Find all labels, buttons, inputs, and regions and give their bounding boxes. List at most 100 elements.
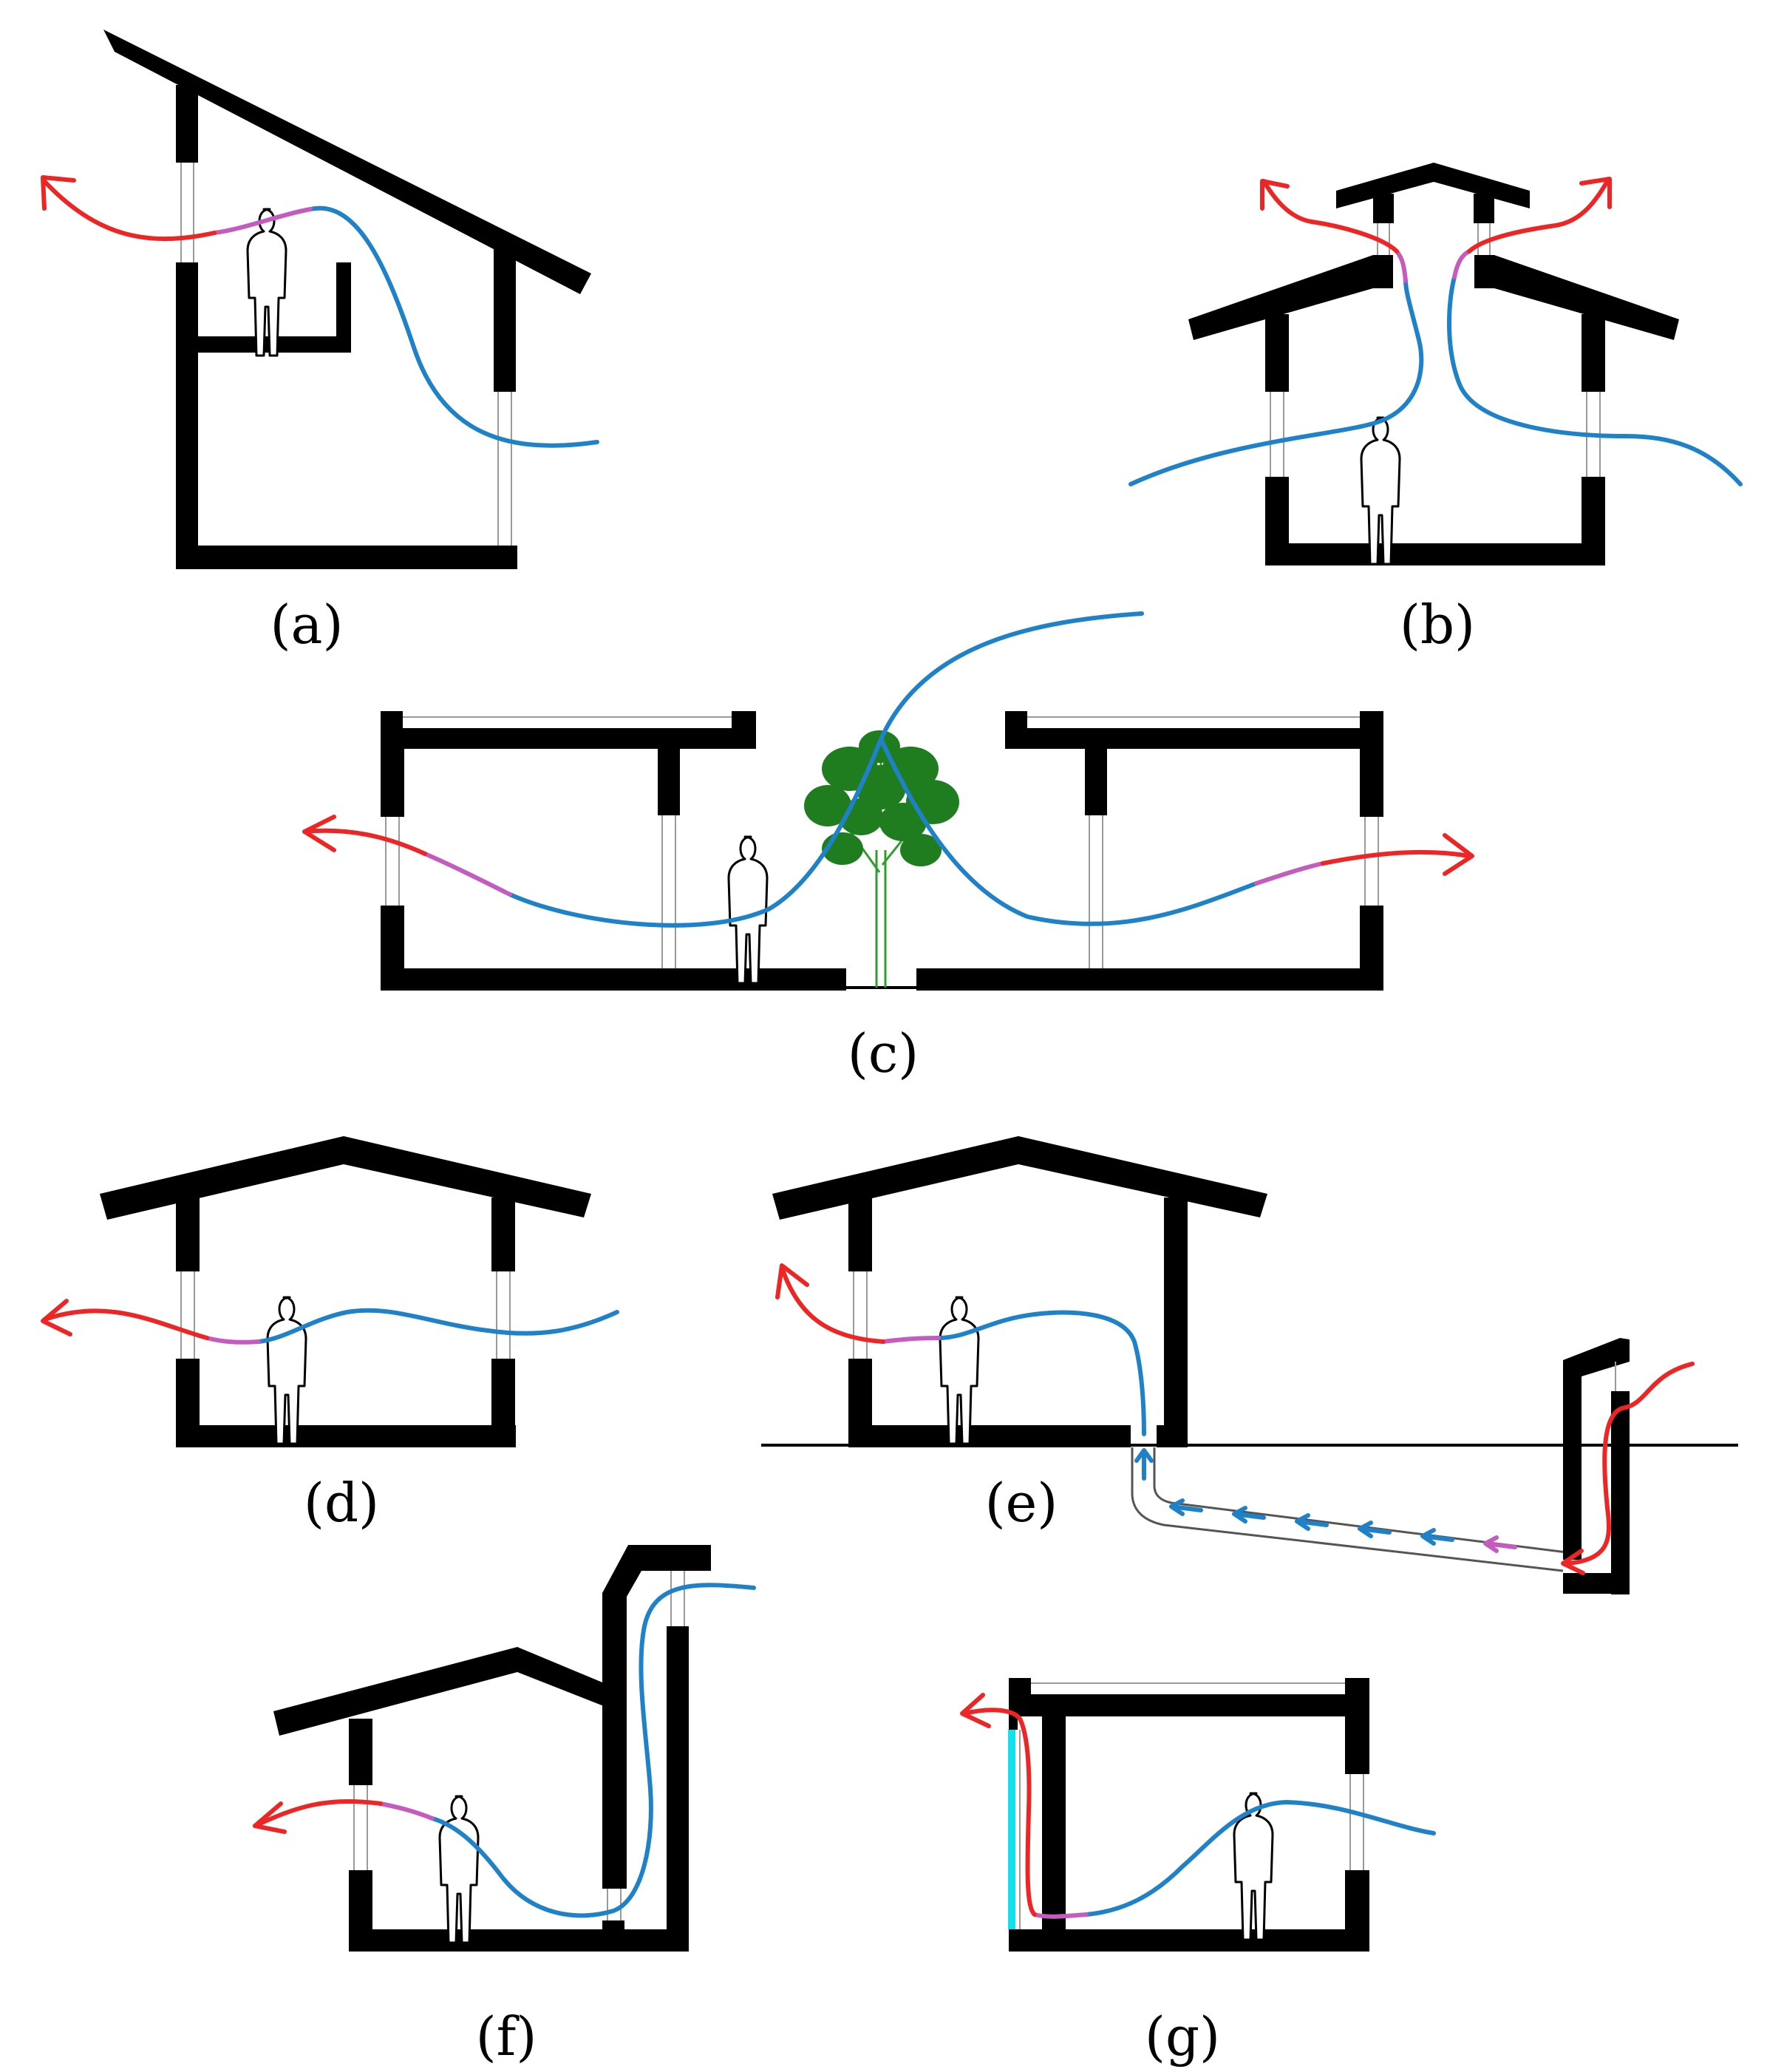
panel-c-right-roof [1005,728,1383,749]
panel-b-left-arrowhead [1260,179,1290,211]
panel-b-left-wall-upper [1265,314,1289,392]
caption-c: (c) [848,1022,919,1084]
panel-b-lantern-right-post [1474,194,1494,223]
panel-e-intake-arrowhead [1561,1549,1585,1575]
caption-b: (b) [1400,594,1475,656]
panel-e-intake-tower-cap [1563,1338,1630,1376]
panel-d-fresh-air-path [256,1308,619,1344]
caption-e: (e) [985,1472,1058,1534]
panel-a-transition-air-path [212,207,313,235]
panel-a-floor [176,546,517,569]
panel-c-right-roof-end-left [1005,711,1027,733]
panel-e-gable-roof [772,1136,1267,1220]
panel-g-chimney-sill [1042,1920,1066,1931]
panel-d-left-wall-upper [176,1198,200,1271]
panel-b-right-transition-path [1452,249,1471,279]
panel-g-chimney-inner-wall [1042,1716,1066,1923]
panel-a-mezzanine-rail [336,262,351,353]
panel-a-exhaust-arrowhead [41,175,76,211]
panel-f-roof [273,1647,607,1736]
panel-a-left-wall-upper [176,85,198,163]
panel-f-wind-catcher: (f) [253,1545,756,2068]
panel-b-lantern-left-post [1373,194,1394,223]
panel-b-right-fresh-air-path [1447,275,1743,486]
panel-g-solar-chimney: (g) [960,1678,1436,2068]
person-icon [266,1296,307,1445]
panel-e-earth-tube-upper [1131,1447,1564,1572]
panel-c-right-exhaust-path [1321,849,1471,866]
panel-a-fresh-air-path [308,205,599,448]
panel-a-exhaust-air-path [42,179,217,241]
panel-c-left-transition-path [423,852,512,897]
panel-c-right-transition-path [1254,861,1325,886]
panel-e-left-wall-upper [848,1198,872,1271]
panel-a-sloped-roof [103,30,591,294]
panel-f-transition-path [378,1801,435,1821]
panel-d-right-wall-upper [491,1198,515,1271]
panel-d-exhaust-path [42,1308,209,1340]
caption-f: (f) [476,2005,537,2068]
panel-a-single-sided-stack: (a) [41,30,599,656]
panel-e-earth-tube-lower [1153,1447,1567,1554]
panel-b-right-exhaust-path [1467,179,1610,254]
panel-e-intake-tower-left [1563,1360,1582,1560]
panel-f-tower-left-wall [602,1593,627,1889]
panel-e-exhaust-arrowhead [775,1263,809,1300]
panel-e-intake-air-path [1565,1362,1695,1566]
panel-d-gable-roof [100,1136,591,1220]
panel-b-left-transition-path [1395,249,1408,283]
panel-g-solar-glazing [1008,1730,1015,1929]
panel-f-exhaust-path [253,1798,383,1828]
panel-e-fresh-air-path [936,1310,1146,1436]
person-icon [438,1795,480,1944]
panel-c-left-wall-upper [381,728,404,817]
panel-b-left-roof [1188,255,1393,340]
panel-e-transition-path [881,1336,941,1344]
panel-c-left-roof-end-right [732,711,756,733]
panel-c-right-wall-upper [1360,728,1383,817]
panel-e-right-wall [1164,1198,1188,1447]
panel-b-right-roof [1474,255,1679,340]
panel-c-right-fresh-air-path [879,737,1259,926]
panel-a-left-wall-lower [176,262,198,569]
panel-f-scoop-cap [602,1545,711,1597]
panel-c-left-floor [381,968,846,991]
panel-c-left-partition [658,749,680,815]
panel-e-intake-tower-base [1563,1573,1630,1594]
panel-g-transition-path [1032,1912,1089,1919]
panel-c-left-roof [381,728,756,749]
panel-g-roof [1009,1694,1356,1716]
caption-d: (d) [304,1472,379,1534]
tree-icon [804,730,959,988]
panel-d-transition-path [205,1336,261,1345]
panel-d-floor [176,1425,516,1447]
panel-g-fresh-air-path [1084,1800,1436,1917]
caption-a: (a) [270,594,343,656]
panel-c-left-fresh-air-path [508,737,883,928]
panel-e-intake-tower-right [1611,1391,1630,1594]
panel-f-arrowhead [253,1801,287,1834]
panel-g-floor [1009,1929,1369,1952]
panel-c-left-arrowhead [302,815,336,852]
panel-g-arrowhead [960,1693,991,1728]
panel-f-tower-sill [602,1920,624,1931]
panel-b-left-fresh-air-path [1128,279,1424,486]
panel-b-right-wall-upper [1582,314,1605,392]
panel-g-chimney-outer-cap [1009,1716,1018,1730]
panel-e-earth-tube: (e) [761,1136,1738,1594]
caption-g: (g) [1145,2005,1220,2068]
panel-b-floor [1265,543,1605,565]
panel-f-tower-right-wall [667,1626,689,1952]
panel-b-roof-lantern-stack: (b) [1128,163,1743,656]
panel-e-exhaust-path [780,1266,885,1344]
person-icon [1360,416,1401,565]
panel-f-fresh-air-path [430,1583,756,1918]
panel-a-right-wall-upper [494,240,516,392]
person-icon [939,1296,980,1445]
panel-c-incoming-air-path [879,611,1144,741]
panel-c-right-floor [916,968,1383,991]
panel-c-right-partition [1085,749,1107,815]
panel-g-right-wall-upper [1345,1678,1369,1774]
panel-f-floor [349,1929,689,1952]
